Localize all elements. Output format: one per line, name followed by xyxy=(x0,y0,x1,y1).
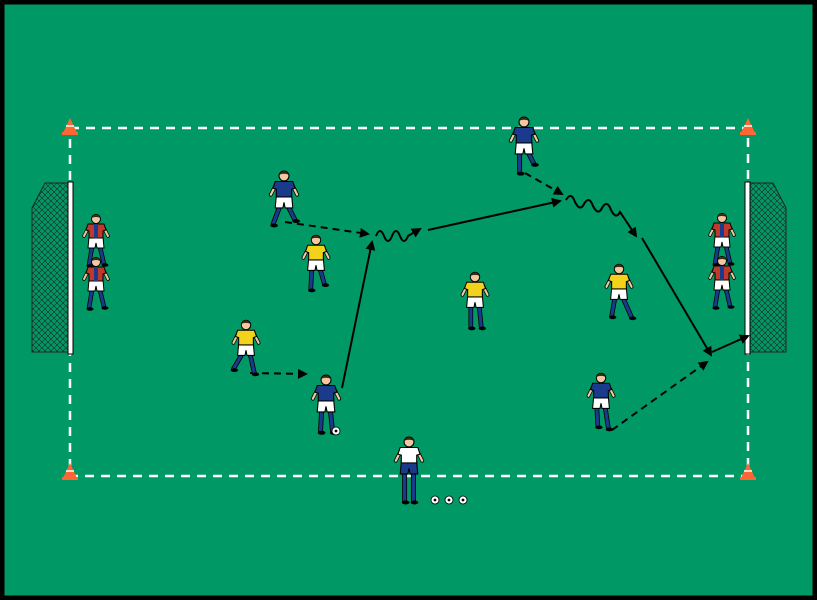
coach-icon xyxy=(393,436,425,505)
blue-player-icon xyxy=(310,374,342,435)
cone-icon xyxy=(62,118,78,135)
run-arrow xyxy=(611,360,709,431)
goal-player-icon xyxy=(82,257,110,311)
blue-player-icon xyxy=(586,372,616,432)
dribble-arrow xyxy=(375,227,422,242)
run-arrow xyxy=(249,368,308,379)
pass-arrow xyxy=(427,197,562,231)
run-arrow xyxy=(284,221,370,238)
pass-arrow xyxy=(641,237,713,357)
ball-icon xyxy=(458,495,468,505)
pass-arrow xyxy=(341,240,376,389)
dribble-arrow xyxy=(565,195,638,238)
yellow-player-icon xyxy=(604,263,637,321)
goal-player-icon xyxy=(708,213,736,267)
players-layer xyxy=(82,116,736,505)
goal-player-icon xyxy=(82,214,110,268)
goal-icon xyxy=(744,181,787,355)
ball-icon xyxy=(331,426,341,436)
blue-player-icon xyxy=(508,116,540,176)
cone-icon xyxy=(740,118,756,135)
yellow-player-icon xyxy=(230,319,261,377)
yellow-player-icon xyxy=(460,271,490,331)
ball-icon xyxy=(444,495,454,505)
shot-arrow xyxy=(711,334,750,353)
cone-icon xyxy=(740,463,756,480)
ball-icon xyxy=(430,495,440,505)
blue-player-icon xyxy=(268,170,300,228)
cone-icon xyxy=(62,463,78,480)
goal-icon xyxy=(31,181,74,355)
yellow-player-icon xyxy=(301,234,331,293)
goal-player-icon xyxy=(708,256,736,310)
